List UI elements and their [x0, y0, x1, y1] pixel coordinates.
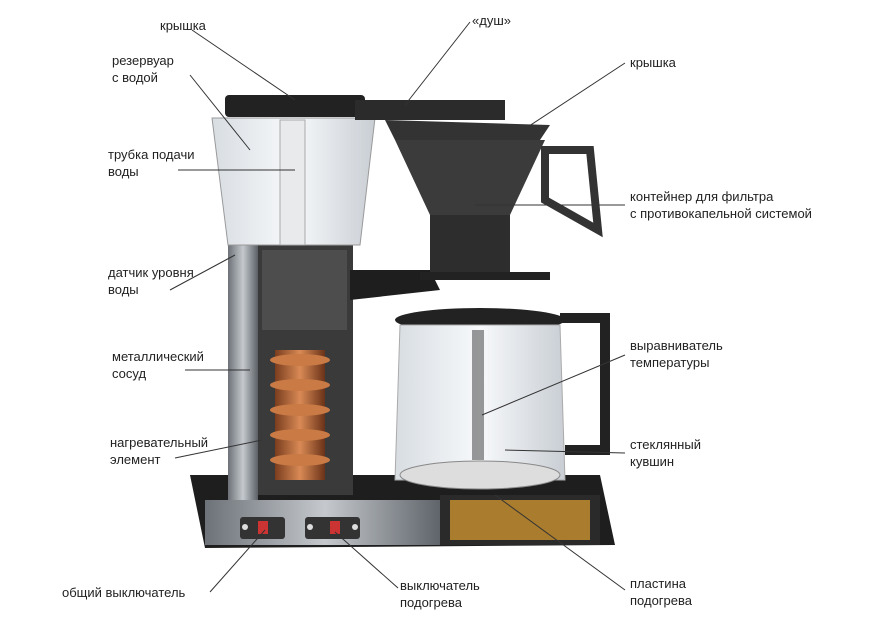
label-shower: «душ» [472, 13, 511, 28]
brew-arm [350, 100, 505, 300]
label-lid-left: крышка [160, 18, 206, 33]
leader-lines [169, 21, 626, 593]
label-lid-right: крышка [630, 55, 676, 70]
glass-carafe [394, 308, 610, 490]
label-main-switch: общий выключатель [62, 585, 186, 600]
warming-plate [450, 500, 590, 540]
heating-element [270, 350, 330, 480]
column [228, 240, 353, 500]
water-reservoir [211, 95, 376, 246]
filter-container [385, 120, 603, 280]
